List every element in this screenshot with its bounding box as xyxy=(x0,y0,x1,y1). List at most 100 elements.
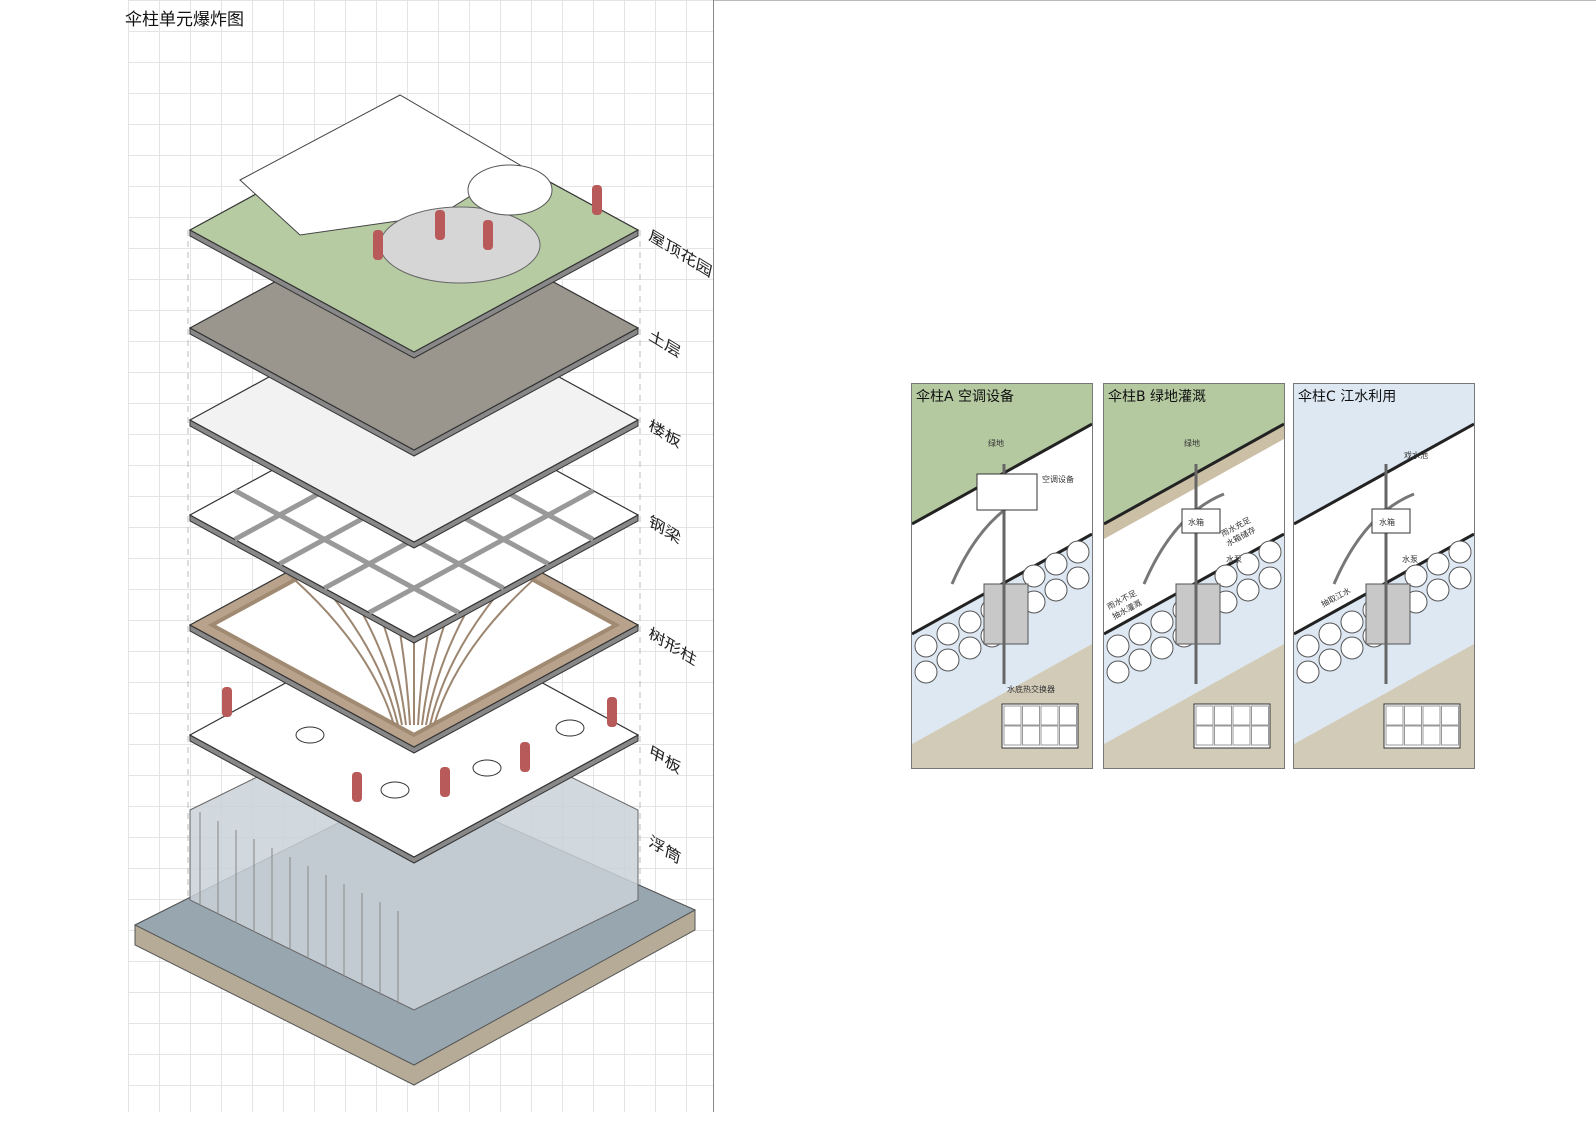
grid-cell xyxy=(1040,725,1059,746)
grid-cell xyxy=(1059,725,1077,746)
pontoon-circle xyxy=(1258,566,1282,590)
pontoon-circle xyxy=(1258,540,1282,564)
grid-cell xyxy=(1022,705,1040,726)
panel-title: 伞柱B 绿地灌溉 xyxy=(1108,389,1207,405)
plaza-circle xyxy=(379,206,541,284)
table xyxy=(555,719,585,737)
table xyxy=(472,759,502,777)
grid-cell xyxy=(1214,705,1232,726)
water-tank xyxy=(1181,508,1221,534)
note: 水箱 xyxy=(1379,518,1395,527)
pipe-housing xyxy=(1175,583,1221,645)
grid-cell xyxy=(1251,725,1269,746)
pontoon-circle xyxy=(1066,566,1090,590)
panel-title: 伞柱A 空调设备 xyxy=(916,389,1015,405)
panel-title: 伞柱C 江水利用 xyxy=(1298,389,1397,405)
pontoon-circle xyxy=(1426,578,1450,602)
umbrella xyxy=(467,164,553,216)
note: 水泵 xyxy=(1402,555,1418,564)
grid-cell xyxy=(1059,705,1077,726)
pipe-housing xyxy=(1365,583,1411,645)
grid-cell xyxy=(1022,725,1040,746)
pontoon-circle xyxy=(936,648,960,672)
water-tank xyxy=(1371,508,1411,534)
note: 绿地 xyxy=(1184,439,1200,448)
grid-cell xyxy=(1404,725,1422,746)
soil-band xyxy=(1104,424,1284,539)
top-border xyxy=(713,0,1596,1)
grid-cell xyxy=(1422,725,1441,746)
note: 水底热交换器 xyxy=(1007,685,1055,694)
person-figure xyxy=(483,220,493,250)
grid-cell xyxy=(1232,725,1251,746)
table xyxy=(380,781,410,799)
ac-unit xyxy=(976,473,1038,511)
table xyxy=(295,726,325,744)
pontoon-circle xyxy=(1150,636,1174,660)
panel-column-a: 伞柱A 空调设备 绿地 空调设备 水底热交换器 xyxy=(911,383,1093,769)
grid-cell xyxy=(1232,705,1251,726)
pontoon-circle xyxy=(1340,636,1364,660)
grid-cell xyxy=(1385,705,1404,726)
note: 戏水池 xyxy=(1404,451,1428,460)
pontoon-circle xyxy=(1236,552,1260,576)
slab-line xyxy=(1294,422,1474,526)
person-figure xyxy=(373,230,383,260)
pontoon-circle xyxy=(1128,648,1152,672)
grid-cell xyxy=(1195,725,1214,746)
pontoon-circle xyxy=(914,634,938,658)
pontoon-circle xyxy=(1106,660,1130,684)
pontoon-circle xyxy=(1066,540,1090,564)
pontoon-circle xyxy=(914,660,938,684)
exploded-diagram: 伞柱单元爆炸图 屋顶花园 土层 楼板 钢梁 树形柱 甲板 浮筒 xyxy=(0,0,714,1112)
steel-beam xyxy=(368,488,595,615)
pontoon-circle xyxy=(1296,634,1320,658)
pontoon-circle xyxy=(1448,566,1472,590)
section-drawing xyxy=(912,384,1092,768)
pontoon-circle xyxy=(1106,634,1130,658)
section-drawing xyxy=(1294,384,1474,768)
pontoon-circle xyxy=(1296,660,1320,684)
note: 绿地 xyxy=(988,439,1004,448)
top-surface xyxy=(912,384,1092,524)
pontoon-circle xyxy=(958,610,982,634)
person-figure xyxy=(440,767,450,797)
pontoon-circle xyxy=(1318,622,1342,646)
panel-column-c: 伞柱C 江水利用 戏水池 水箱 水泵 抽取江水 xyxy=(1293,383,1475,769)
section-drawing xyxy=(1104,384,1284,768)
grid-cell xyxy=(1441,725,1459,746)
top-surface xyxy=(1104,384,1284,524)
grid-cell xyxy=(1404,705,1422,726)
pontoon-circle xyxy=(1022,564,1046,588)
grid-cell xyxy=(1195,705,1214,726)
pontoon-circle xyxy=(936,622,960,646)
pontoon-circle xyxy=(1150,610,1174,634)
grid-cell xyxy=(1385,725,1404,746)
panel-column-b: 伞柱B 绿地灌溉 绿地 水箱 雨水充足 水箱储存 水泵 雨水不足 抽水灌溉 xyxy=(1103,383,1285,769)
grid-cell xyxy=(1003,725,1022,746)
grid-cell xyxy=(1214,725,1232,746)
diagram-title: 伞柱单元爆炸图 xyxy=(125,10,244,30)
pipe-housing xyxy=(983,583,1029,645)
person-figure xyxy=(592,185,602,215)
pontoon-circle xyxy=(1128,622,1152,646)
exploded-layers xyxy=(133,94,697,1086)
pontoon-circle xyxy=(1340,610,1364,634)
pontoon-circle xyxy=(1044,578,1068,602)
person-figure xyxy=(607,697,617,727)
person-figure xyxy=(222,687,232,717)
column-arch xyxy=(1142,492,1225,585)
person-figure xyxy=(352,772,362,802)
column-arch xyxy=(1332,492,1415,585)
pontoon-circle xyxy=(958,636,982,660)
top-surface xyxy=(1294,384,1474,524)
pontoon-circle xyxy=(1318,648,1342,672)
grid-cell xyxy=(1003,705,1022,726)
pontoon-circle xyxy=(1236,578,1260,602)
grid-cell xyxy=(1422,705,1441,726)
slab-line xyxy=(1104,422,1284,526)
person-figure xyxy=(520,742,530,772)
steel-beam xyxy=(233,488,460,615)
note: 水泵 xyxy=(1226,555,1242,564)
grid-cell xyxy=(1040,705,1059,726)
